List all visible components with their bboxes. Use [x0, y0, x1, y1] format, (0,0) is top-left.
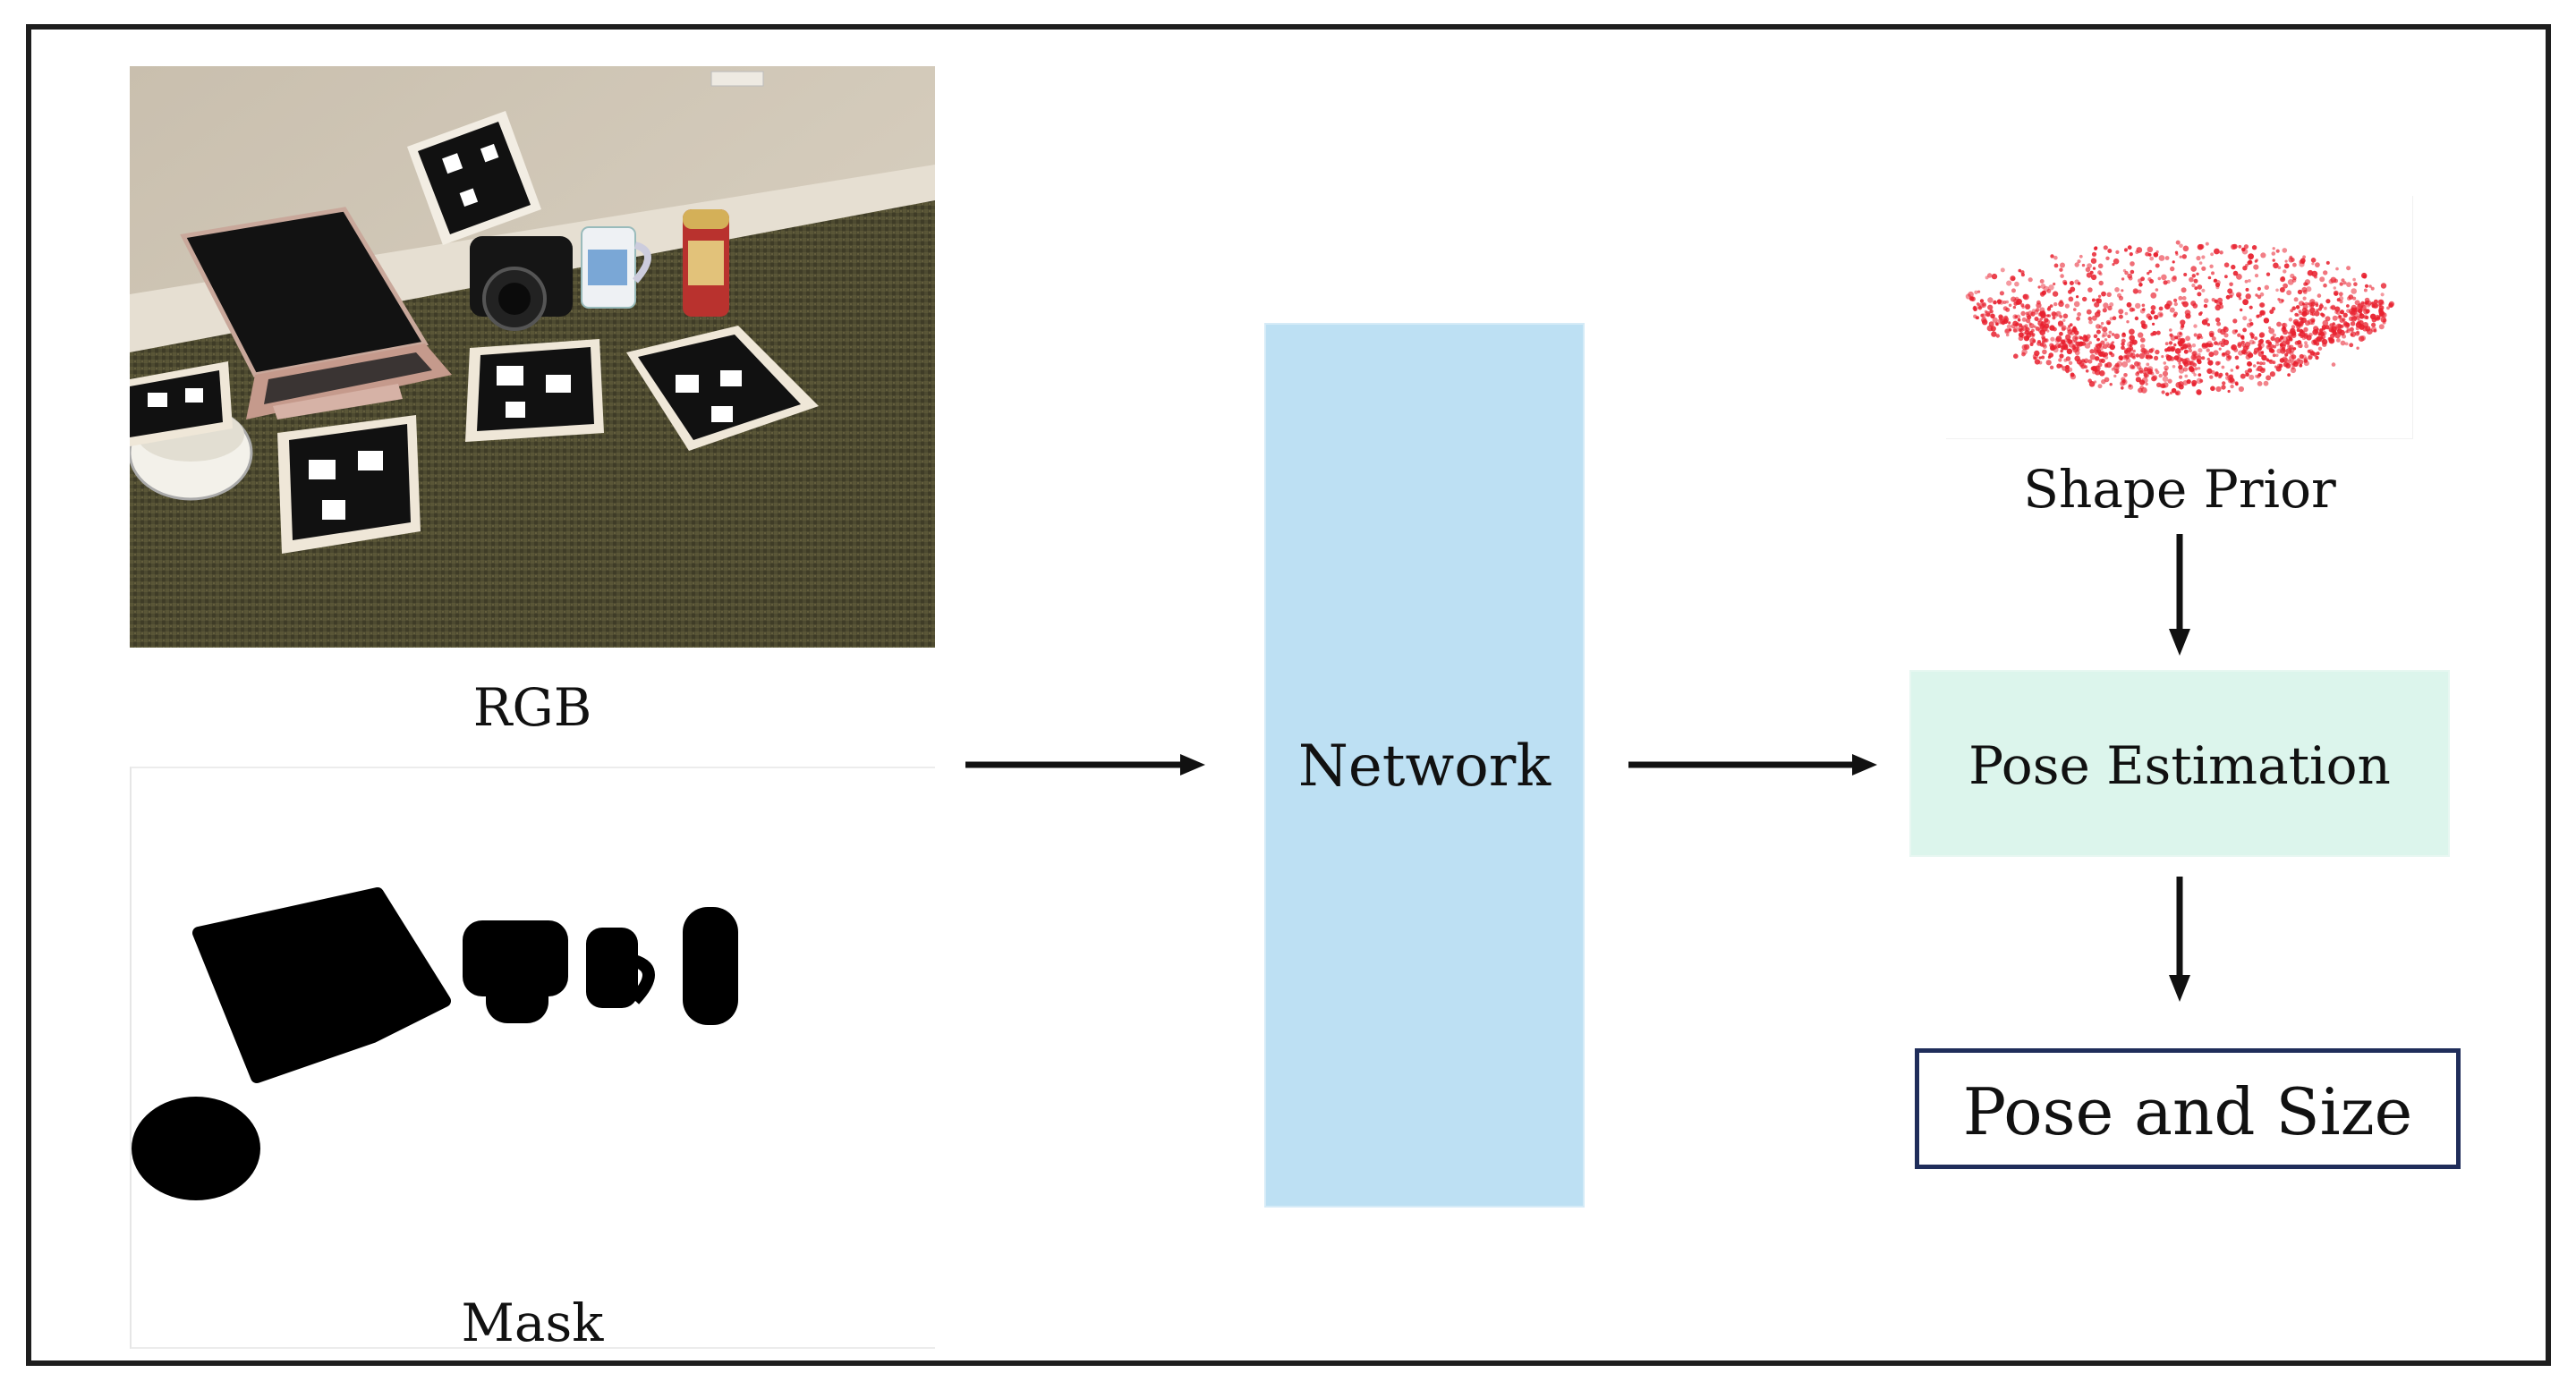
- mask-camera: [463, 920, 568, 1023]
- rgb-image: [130, 66, 935, 648]
- pose-and-size-label: Pose and Size: [1962, 1074, 2413, 1149]
- arrow-prior-to-pose: [2169, 534, 2190, 656]
- arrow-input-to-network: [965, 754, 1205, 776]
- arrow-network-to-pose: [1628, 754, 1877, 776]
- marker-board-3: [277, 415, 421, 554]
- marker-board-1: [465, 339, 604, 442]
- arrow-pose-to-output: [2169, 877, 2190, 1002]
- mask-bowl: [132, 1097, 260, 1200]
- mask-image: [130, 767, 935, 1349]
- can: [683, 209, 729, 317]
- point-cloud: [1965, 240, 2394, 396]
- mask-label: Mask: [461, 1293, 604, 1353]
- camera: [470, 236, 573, 331]
- pose-and-size-box: Pose and Size: [1915, 1048, 2461, 1169]
- network-box: Network: [1264, 323, 1585, 1208]
- mask-can: [683, 907, 738, 1025]
- pose-estimation-box: Pose Estimation: [1909, 670, 2450, 857]
- rgb-scene: [130, 66, 935, 648]
- marker-board-2: [626, 326, 819, 451]
- shape-prior-label: Shape Prior: [2023, 459, 2336, 520]
- mask-mug: [586, 928, 655, 1008]
- marker-board-4: [130, 361, 233, 446]
- marker-board-back: [407, 111, 541, 245]
- pose-estimation-label: Pose Estimation: [1968, 735, 2391, 796]
- laptop: [180, 207, 452, 420]
- rgb-label: RGB: [472, 677, 592, 738]
- outlet: [710, 71, 764, 87]
- network-label: Network: [1297, 733, 1552, 800]
- shape-prior-image: [1946, 196, 2413, 439]
- mask-laptop: [192, 887, 451, 1083]
- mask-silhouettes: [132, 887, 738, 1200]
- mug: [581, 226, 651, 309]
